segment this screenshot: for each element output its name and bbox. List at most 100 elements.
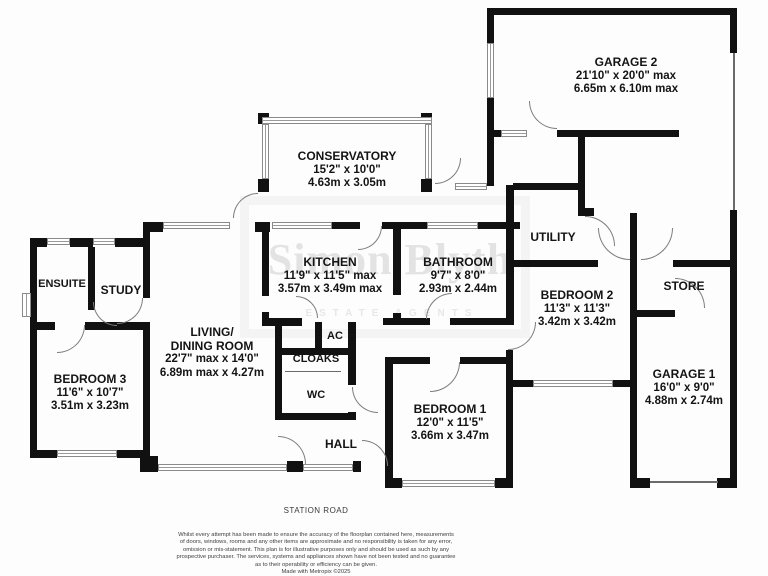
wall-segment [506,185,514,325]
wall-segment [117,450,148,458]
window [93,238,115,245]
wall-segment [275,413,356,420]
wall-segment [255,222,270,232]
wall-segment [730,8,737,53]
wall-segment [717,478,737,488]
wall-segment [30,238,37,458]
wall-segment [143,222,150,298]
window [163,222,230,229]
opening-line [650,481,718,483]
door-arc [641,228,673,260]
window [47,238,70,245]
room-label-store: STORE [663,279,705,293]
wall-segment [383,318,430,325]
wall-segment [460,357,513,364]
wall-segment [578,137,585,215]
door-arc [352,387,378,413]
wall-segment [487,8,737,15]
wall-segment [385,478,402,488]
opening-line [285,371,341,372]
door-arc [598,228,630,260]
window [22,293,31,317]
door-arc [278,436,306,464]
watermark-crest [240,196,530,338]
wall-segment [85,322,148,330]
wall-segment [506,267,513,320]
window [455,183,487,190]
wall-segment [630,317,637,480]
wall-segment [70,238,93,247]
window [427,222,478,229]
room-label-hall: HALL [325,437,357,451]
wall-segment [287,461,303,472]
wall-segment [557,130,679,137]
wall-segment [421,179,432,192]
door-arc [233,193,258,218]
wall-segment [513,183,585,190]
room-label-ensuite: ENSUITE [38,278,86,290]
wall-segment [630,213,637,267]
wall-segment [275,322,282,420]
window [262,124,269,179]
door-arc [529,101,557,129]
wall-segment [393,229,401,295]
wall-segment [258,179,269,192]
window [425,124,432,179]
wall-segment [506,352,513,487]
window [501,130,527,137]
wall-segment [478,222,520,229]
wall-segment [262,229,269,296]
room-label-study: STUDY [100,283,142,297]
wall-segment [332,222,360,229]
wall-segment [262,318,302,326]
wall-segment [613,380,637,387]
wall-segment [143,222,163,232]
wall-segment [275,348,356,355]
door-arc [508,322,536,350]
wall-segment [495,478,513,488]
room-label-wc: WC [306,389,326,401]
wall-segment [143,322,150,458]
wall-segment [30,238,47,247]
door-arc [430,362,460,392]
watermark-name: Simon Blyth [267,235,513,284]
wall-segment [450,318,506,325]
room-label-utility: UTILITY [530,230,576,244]
room-label-cloaks: CLOAKS [292,353,340,365]
road-label: STATION ROAD [283,506,349,515]
disclaimer: Whilst every attempt has been made to en… [106,532,526,576]
wall-segment [353,461,361,472]
wall-segment [385,357,393,487]
wall-segment [630,478,650,488]
wall-segment [487,98,494,186]
wall-segment [506,260,598,267]
window [262,117,432,124]
wall-segment [140,456,158,472]
door-arc [117,298,143,324]
window [272,222,332,229]
window [158,464,287,471]
window [402,480,495,487]
watermark-tagline: ESTATE AGENTS [305,308,479,319]
wall-segment [115,238,148,247]
wall-segment [730,210,737,488]
wall-segment [30,322,55,330]
wall-segment [88,247,95,310]
disclaimer-text: Whilst every attempt has been made to en… [176,532,456,576]
wall-segment [578,208,594,216]
wall-segment [382,222,427,229]
window [57,450,117,457]
wall-segment [315,322,322,348]
wall-segment [487,8,494,43]
opening-line [733,53,735,210]
wall-segment [487,130,501,137]
